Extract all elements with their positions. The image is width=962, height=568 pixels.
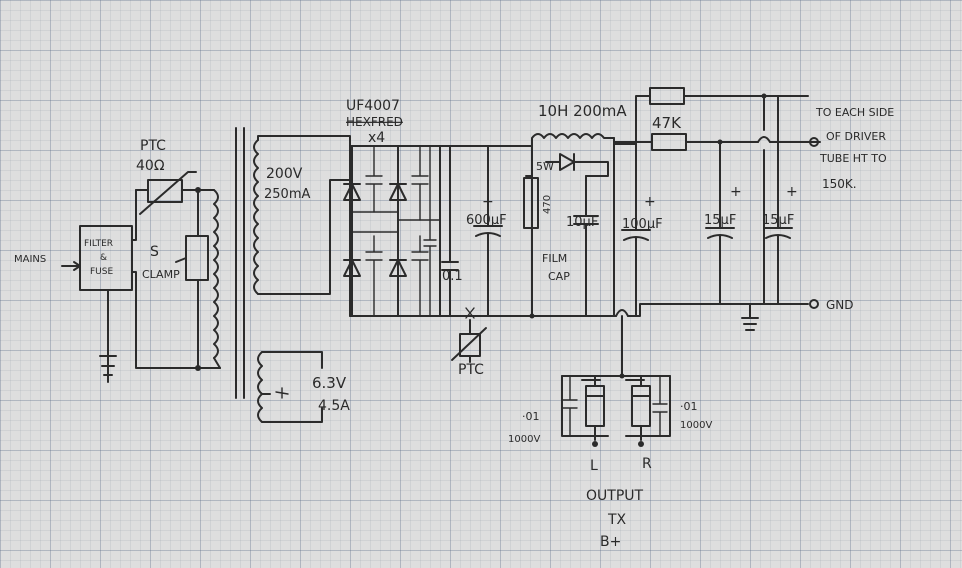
label-hexfred: HEXFRED xyxy=(346,115,403,129)
label-l: L xyxy=(590,458,598,474)
label-film-2: CAP xyxy=(548,270,570,283)
label-47k: 47K xyxy=(652,114,682,132)
label-6-3v: 6.3V xyxy=(312,374,347,392)
mains-filter-section xyxy=(61,171,221,383)
ptc-bottom xyxy=(451,307,487,363)
plus-15uf-b: + xyxy=(786,184,798,200)
plus-100uf: + xyxy=(644,194,656,210)
label-250ma: 250mA xyxy=(264,187,310,202)
label-ptc-top: PTC xyxy=(140,138,166,154)
label-clamp: CLAMP xyxy=(142,268,180,281)
label-uf4007: UF4007 xyxy=(346,98,400,114)
label-600uf: 600μF xyxy=(466,213,507,228)
filter-fuse-box xyxy=(79,225,133,291)
label-out-cap-right-v: 1000V xyxy=(680,420,712,431)
label-gnd: GND xyxy=(826,298,854,312)
output-varistor-right xyxy=(631,385,651,427)
label-mains: MAINS xyxy=(14,254,46,265)
resistor-47k xyxy=(651,133,687,151)
label-s: S xyxy=(150,244,159,260)
label-out-cap-left: ·01 xyxy=(522,410,540,423)
label-5w: 5W xyxy=(536,160,554,173)
label-r: R xyxy=(642,456,652,472)
label-output: OUTPUT xyxy=(586,488,644,504)
bridge-rectifier xyxy=(343,145,459,317)
resistor-5w xyxy=(523,177,539,229)
label-10uf: 10μF xyxy=(566,215,598,230)
label-choke: 10H 200mA xyxy=(538,102,627,120)
s-clamp xyxy=(185,235,209,281)
label-tx: TX xyxy=(607,512,627,528)
resistor-upper xyxy=(649,87,685,105)
label-film-1: FILM xyxy=(542,252,567,265)
label-100uf: 100μF xyxy=(622,217,663,232)
mains-transformer xyxy=(209,127,353,423)
label-470: 470 xyxy=(542,195,553,214)
label-note-2: OF DRIVER xyxy=(826,130,886,143)
label-200v: 200V xyxy=(266,166,303,182)
label-15uf-a: 15μF xyxy=(704,213,736,228)
label-bplus: B+ xyxy=(600,534,621,550)
label-filter-1: FILTER xyxy=(84,239,113,249)
label-out-cap-right: ·01 xyxy=(680,400,698,413)
filter-section xyxy=(439,87,821,331)
label-filter-3: FUSE xyxy=(90,267,113,277)
diode-choke xyxy=(559,153,575,171)
output-varistor-left xyxy=(585,385,605,427)
plus-15uf-a: + xyxy=(730,184,742,200)
label-ptc-top-value: 40Ω xyxy=(136,158,165,174)
label-15uf-b: 15μF xyxy=(762,213,794,228)
output-section xyxy=(561,315,671,447)
labels: MAINS FILTER & FUSE PTC 40Ω S CLAMP 200V… xyxy=(14,98,894,550)
label-out-cap-left-v: 1000V xyxy=(508,434,540,445)
plus-600uf: + xyxy=(482,194,494,210)
label-note-3: TUBE HT TO xyxy=(819,152,887,165)
label-x4: x4 xyxy=(368,130,385,146)
label-filter-2: & xyxy=(100,253,107,263)
label-cap-0-1: 0.1 xyxy=(442,269,463,284)
label-4-5a: 4.5A xyxy=(318,398,350,414)
label-note-4: 150K. xyxy=(822,177,857,191)
label-ptc-bottom: PTC xyxy=(458,362,484,378)
label-note-1: TO EACH SIDE xyxy=(815,106,894,119)
